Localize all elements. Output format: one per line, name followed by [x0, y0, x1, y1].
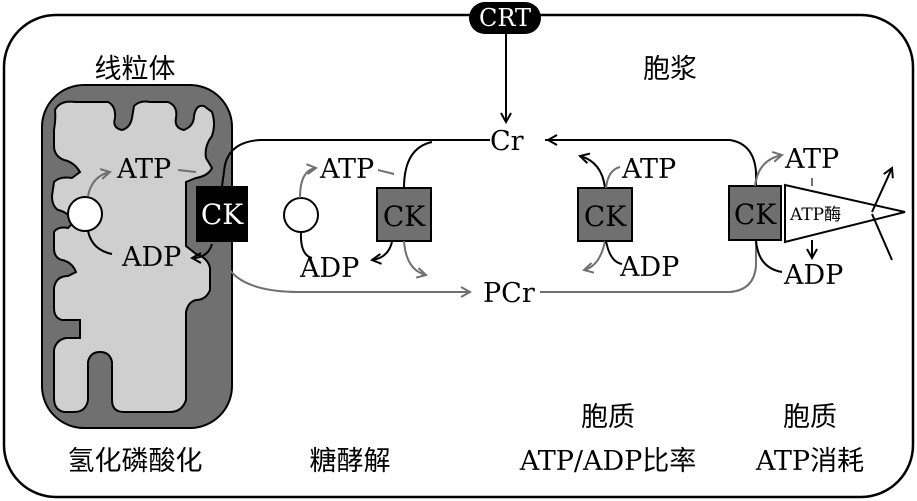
ratio-ck-adp-line: [605, 240, 623, 265]
ratio-label-line2: ATP/ADP比率: [519, 446, 697, 477]
consumption-label-line2: ATP消耗: [755, 446, 864, 477]
mito-atp-to-ck-line: [177, 169, 197, 173]
atpase-enzyme: ATP酶: [784, 183, 906, 244]
cr-label: Cr: [490, 126, 524, 157]
consumption-adp-label: ADP: [783, 260, 843, 291]
mito-atp-synthesis-arrow: [87, 172, 110, 197]
mitochondria-label: 线粒体: [95, 54, 176, 85]
glycolysis-circle: [283, 197, 319, 233]
pcr-loop-right-line: [540, 242, 757, 293]
mito-ck-enzyme: CK: [196, 186, 248, 242]
glycolysis-ck-enzyme: CK: [376, 187, 432, 242]
glycolysis-ck-label: CK: [383, 200, 426, 233]
glycolysis-atp-arrow: [299, 168, 316, 199]
atpase-label: ATP酶: [789, 205, 841, 225]
mito-adp-label: ADP: [121, 242, 181, 273]
glycolysis-adp-label: ADP: [299, 253, 359, 284]
ratio-ck-to-lower-arrow: [584, 240, 606, 270]
mito-atp-synthase-circle: [67, 196, 103, 232]
glycolysis-ck-to-pcr-arrow: [403, 240, 426, 275]
cr-to-mito-ck-line: [221, 139, 490, 187]
crt-transporter: CRT: [469, 2, 541, 34]
ratio-label-line1: 胞质: [581, 402, 635, 433]
pcr-label: PCr: [483, 278, 535, 309]
atpase-energy-up-arrow: [871, 168, 892, 213]
mito-adp-return-line: [87, 230, 113, 255]
consumption-adp-line: [755, 239, 783, 273]
ratio-atp-label: ATP: [621, 154, 676, 185]
consumption-ck-enzyme: CK: [728, 185, 782, 241]
consumption-ck-label: CK: [734, 198, 777, 231]
glycolysis-adp-line: [299, 231, 313, 259]
ratio-ck-enzyme: CK: [577, 187, 633, 242]
ratio-ck-to-upper-arrow: [580, 156, 606, 189]
ratio-adp-label: ADP: [619, 252, 679, 283]
consumption-atp-label: ATP: [784, 144, 839, 175]
cr-loop-right-line: [545, 139, 757, 186]
consumption-label-line1: 胞质: [783, 402, 837, 433]
cr-to-glycolysis-ck-line: [403, 141, 433, 189]
mito-ck-to-adp-arrow: [192, 243, 213, 258]
consumption-ck-to-atp-arrow: [754, 155, 782, 187]
ratio-ck-label: CK: [584, 200, 627, 233]
glycolysis-label: 糖酵解: [310, 446, 391, 477]
glycolysis-atp-to-ck-line: [377, 169, 395, 175]
mito-ck-label: CK: [201, 198, 244, 231]
ratio-ck-atp-line: [605, 166, 621, 189]
glycolysis-atp-label: ATP: [319, 154, 374, 185]
mito-atp-label: ATP: [116, 154, 171, 185]
atpase-energy-down-line: [871, 213, 893, 261]
glycolysis-ck-to-adp-arrow: [372, 241, 393, 260]
crt-label: CRT: [479, 4, 531, 32]
cell-boundary: [2, 13, 915, 499]
oxphos-label: 氢化磷酸化: [68, 446, 203, 477]
mito-ck-to-pcr-arrow: [221, 243, 470, 292]
cytoplasm-label: 胞浆: [643, 54, 697, 85]
